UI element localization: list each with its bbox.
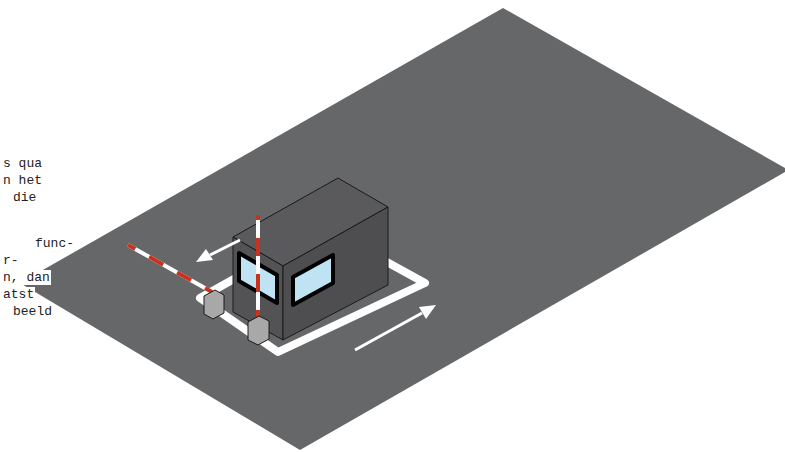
text-fragment: die bbox=[12, 190, 37, 205]
barrier-post bbox=[204, 290, 224, 319]
text-fragment: r- bbox=[2, 253, 20, 268]
booth-window bbox=[293, 255, 333, 305]
arrow-head bbox=[196, 249, 213, 262]
barrier-stripes bbox=[256, 215, 260, 322]
direction-arrow bbox=[355, 313, 422, 350]
text-fragment: s qua bbox=[2, 156, 43, 171]
text-fragment: atst bbox=[2, 287, 35, 302]
text-fragment: func- bbox=[34, 236, 75, 251]
text-fragment: n het bbox=[2, 173, 43, 188]
barrier-arm bbox=[256, 215, 260, 322]
booth-side bbox=[283, 207, 388, 340]
text-fragment: n, dan bbox=[2, 270, 51, 285]
barrier-arm bbox=[128, 245, 212, 292]
arrow-head bbox=[419, 305, 436, 319]
barrier-stripes bbox=[128, 245, 212, 292]
direction-arrow bbox=[210, 240, 240, 255]
barrier-post bbox=[248, 316, 269, 345]
text-fragment: beeld bbox=[12, 304, 53, 319]
ground-plane bbox=[20, 8, 785, 450]
